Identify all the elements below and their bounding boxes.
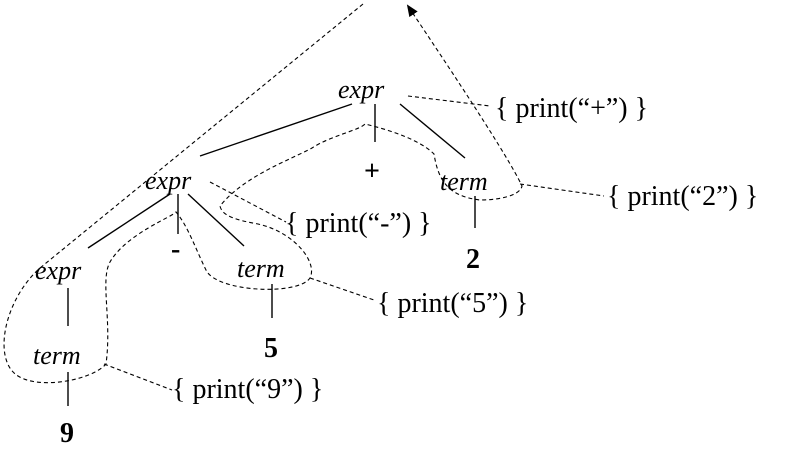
action-print-2: { print(“2”) } [607, 181, 758, 212]
connector-print-9 [103, 363, 173, 391]
edge-mid-to-left-expr [87, 193, 171, 249]
node-term-9: term [33, 341, 81, 370]
edge-root-to-term-2 [399, 103, 466, 159]
terminal-plus: + [364, 156, 380, 187]
connector-print-2 [519, 183, 605, 197]
terminal-2: 2 [466, 244, 480, 275]
node-expr-root: expr [338, 75, 385, 104]
node-term-5: term [237, 254, 285, 283]
node-term-2: term [440, 167, 488, 196]
node-expr-mid: expr [145, 166, 192, 195]
action-connectors [103, 95, 605, 391]
action-print-5: { print(“5”) } [377, 288, 528, 319]
terminal-5: 5 [264, 333, 278, 364]
terminal-minus: - [171, 234, 180, 265]
traversal-path [3, 3, 523, 384]
terminals: + - 9 5 2 [60, 156, 480, 449]
terminal-9: 9 [60, 418, 74, 449]
nonterminals: expr expr expr term term term [33, 75, 488, 370]
semantic-actions: { print(“+”) } { print(“-”) } { print(“2… [172, 93, 758, 405]
connector-print-5 [309, 277, 375, 301]
node-expr-left: expr [35, 256, 82, 285]
action-print-9: { print(“9”) } [172, 374, 323, 405]
connector-print-minus [209, 181, 287, 223]
edge-mid-to-term-5 [187, 193, 245, 247]
connector-print-plus [407, 95, 491, 107]
action-print-minus: { print(“-”) } [285, 208, 432, 239]
action-print-plus: { print(“+”) } [495, 93, 648, 124]
edge-root-to-mid-expr [199, 103, 353, 157]
